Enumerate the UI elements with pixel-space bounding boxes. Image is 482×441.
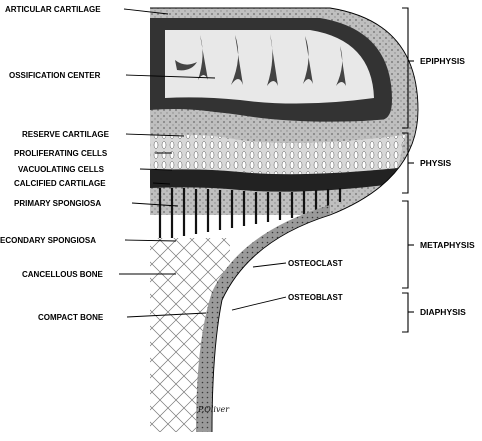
label-cancellous-bone: CANCELLOUS BONE [22,270,104,279]
label-articular-cartilage: ARTICULAR CARTILAGE [5,5,101,14]
label-ossification-center: OSSIFICATION CENTER [9,71,101,80]
leader-compact-bone [126,312,207,318]
leader-reserve-cartilage [125,133,185,137]
zone-metaphysis: METAPHYSIS [420,240,475,250]
leader-articular-cartilage [123,8,169,15]
bone-illustration [150,8,418,432]
label-reserve-cartilage: RESERVE CARTILAGE [22,130,110,139]
zone-diaphysis: DIAPHYSIS [420,307,466,317]
zone-physis: PHYSIS [420,158,452,168]
label-secondary-spongiosa: ECONDARY SPONGIOSA [0,236,96,245]
bracket-metaphysis [402,200,409,289]
leader-calcified-cartilage [152,182,171,185]
leader-primary-spongiosa [131,202,179,207]
zone-epiphysis: EPIPHYSIS [420,56,465,66]
artist-signature: P.Oliver [197,405,230,414]
leader-vacuolating-cells [139,168,173,171]
label-primary-spongiosa: PRIMARY SPONGIOSA [14,199,101,208]
leader-osteoclast [252,262,287,268]
inner-labels: OSTEOCLAST OSTEOBLAST [231,259,343,311]
left-labels: ARTICULAR CARTILAGE OSSIFICATION CENTER … [0,5,216,322]
bracket-diaphysis [402,292,409,333]
leader-ossification-center [125,74,216,79]
label-osteoblast: OSTEOBLAST [288,293,343,302]
bracket-epiphysis [402,7,409,129]
leader-osteoblast [231,296,287,311]
zone-brackets: EPIPHYSIS PHYSIS METAPHYSIS DIAPHYSIS [402,7,475,333]
leader-secondary-spongiosa [124,239,177,242]
label-calcified-cartilage: CALCIFIED CARTILAGE [14,179,106,188]
label-osteoclast: OSTEOCLAST [288,259,343,268]
bone-outline [150,7,419,433]
label-vacuolating-cells: VACUOLATING CELLS [18,165,105,174]
label-proliferating-cells: PROLIFERATING CELLS [14,149,108,158]
label-compact-bone: COMPACT BONE [38,313,104,322]
